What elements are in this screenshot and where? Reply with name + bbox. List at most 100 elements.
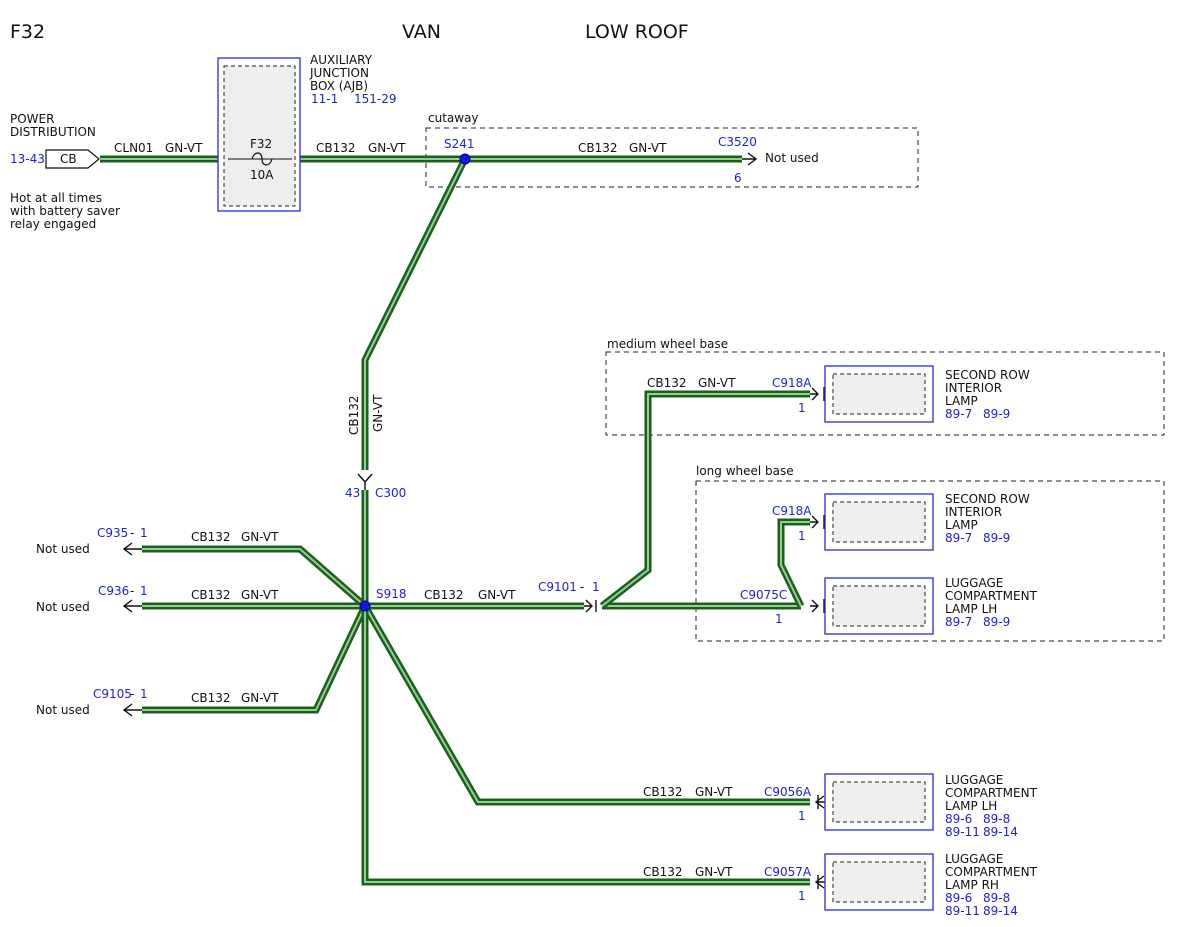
- connector-c9101-label[interactable]: C9101: [538, 580, 577, 594]
- fuse-rating: 10A: [250, 168, 274, 182]
- connector-c300-label[interactable]: C300: [375, 486, 406, 500]
- connector-c935-label[interactable]: C935: [97, 526, 128, 540]
- device-ref-4[interactable]: 89-14: [983, 904, 1018, 918]
- wire-color-label: GN-VT: [241, 588, 279, 602]
- lamp-inner: [832, 373, 926, 415]
- splice-s241-label[interactable]: S241: [444, 137, 475, 151]
- device-ref-1[interactable]: 89-6: [945, 891, 972, 905]
- device-ref-4[interactable]: 89-14: [983, 825, 1018, 839]
- power-note-3: relay engaged: [10, 217, 96, 231]
- connector-c936-pin: 1: [140, 584, 148, 598]
- connector-c9075c-label[interactable]: C9075C: [740, 588, 787, 602]
- connector-c9101-symbol: [584, 599, 597, 613]
- device-name-2: COMPARTMENT: [945, 786, 1038, 800]
- unused-c935: C935 - 1 Not used CB132 GN-VT: [36, 526, 279, 556]
- connector-c9101: C9101 - 1: [538, 580, 600, 613]
- wire-circuit-label: CB132: [578, 141, 618, 155]
- device-ref-2[interactable]: 89-9: [983, 407, 1010, 421]
- device-ref-1[interactable]: 89-6: [945, 812, 972, 826]
- ajb-ref-1[interactable]: 11-1: [311, 92, 338, 106]
- connector-c918a-label[interactable]: C918A: [772, 376, 812, 390]
- splice-s918-label[interactable]: S918: [376, 587, 407, 601]
- connector-c918a-pin: 1: [798, 401, 806, 415]
- medium-wheel-base-region: [605, 351, 1165, 436]
- cutaway-label: cutaway: [428, 111, 479, 125]
- power-ref[interactable]: 13-43: [10, 152, 45, 166]
- vehicle-body-label: VAN: [402, 21, 441, 43]
- device-name-3: LAMP LH: [945, 799, 997, 813]
- wire-circuit-label: CB132: [191, 588, 231, 602]
- fuse-symbol: [251, 152, 273, 166]
- wire-color-label: GN-VT: [695, 785, 733, 799]
- device-ref-2[interactable]: 89-8: [983, 891, 1010, 905]
- connector-c9056a-pin: 1: [798, 809, 806, 823]
- device-ref-1[interactable]: 89-7: [945, 531, 972, 545]
- wire-c9075c-to-long-c918a: [777, 518, 810, 608]
- ajb-inner: [223, 65, 296, 207]
- pin-dash: -: [130, 584, 134, 598]
- device-ref-2[interactable]: 89-9: [983, 615, 1010, 629]
- device-name-2: COMPARTMENT: [945, 589, 1038, 603]
- device-ref-3[interactable]: 89-11: [945, 904, 980, 918]
- wire-color-label: GN-VT: [241, 530, 279, 544]
- connector-c9056a-label[interactable]: C9056A: [764, 785, 812, 799]
- wire-s918-to-c935: [142, 545, 368, 609]
- wire-cln01-circuit: CLN01: [114, 141, 153, 155]
- power-title-1: POWER: [10, 112, 54, 126]
- lamp-inner: [832, 781, 926, 823]
- pin-dash: -: [130, 687, 134, 701]
- device-ref-2[interactable]: 89-9: [983, 531, 1010, 545]
- ajb-box: F32 10A: [217, 57, 301, 212]
- power-title-2: DISTRIBUTION: [10, 125, 96, 139]
- ajb-ref-2[interactable]: 151-29: [354, 92, 397, 106]
- pin-dash: -: [130, 526, 134, 540]
- connector-c3520-symbol: [742, 152, 758, 166]
- connector-c935-symbol: [122, 542, 142, 556]
- wire-circuit-label: CB132: [191, 530, 231, 544]
- unused-c9105: C9105 - 1 Not used CB132 GN-VT: [36, 687, 279, 717]
- pin-dash: -: [580, 580, 584, 594]
- not-used-label: Not used: [36, 703, 90, 717]
- connector-c918a-symbol: [810, 515, 825, 529]
- device-ref-2[interactable]: 89-8: [983, 812, 1010, 826]
- connector-c936-symbol: [122, 599, 142, 613]
- wire-circuit-label: CB132: [424, 588, 464, 602]
- cb-connector-label: CB: [60, 152, 77, 166]
- connector-c918a-symbol: [810, 387, 825, 401]
- wire-s918-to-c9105: [142, 604, 369, 714]
- wire-vertical-circuit: CB132: [347, 395, 361, 435]
- roof-label: LOW ROOF: [585, 21, 689, 43]
- device-ref-3[interactable]: 89-11: [945, 825, 980, 839]
- ajb-title-1: AUXILIARY: [310, 53, 373, 67]
- fuse-label: F32: [250, 137, 272, 151]
- connector-c9057a-pin: 1: [798, 889, 806, 903]
- device-ref-1[interactable]: 89-7: [945, 407, 972, 421]
- device-name-3: LAMP: [945, 518, 978, 532]
- splice-s918: [359, 600, 371, 612]
- connector-c300-pin: 43: [345, 486, 360, 500]
- not-used-label: Not used: [765, 151, 819, 165]
- power-distribution: POWER DISTRIBUTION 13-43 CB Hot at all t…: [10, 112, 120, 231]
- wire-s918-to-c9057a: [361, 606, 810, 886]
- device-name-3: LAMP LH: [945, 602, 997, 616]
- device-name-1: LUGGAGE: [945, 773, 1003, 787]
- connector-c300-symbol: [357, 473, 373, 490]
- long-wheel-base-region: [695, 480, 1165, 642]
- connector-c918a-label[interactable]: C918A: [772, 504, 812, 518]
- connector-c9105-label[interactable]: C9105: [93, 687, 132, 701]
- wire-color-label: GN-VT: [698, 376, 736, 390]
- device-name-2: INTERIOR: [945, 505, 1002, 519]
- ajb-title-2: JUNCTION: [309, 66, 369, 80]
- not-used-label: Not used: [36, 542, 90, 556]
- device-name-1: SECOND ROW: [945, 492, 1030, 506]
- connector-c3520-label[interactable]: C3520: [718, 135, 757, 149]
- device-ref-1[interactable]: 89-7: [945, 615, 972, 629]
- device-name-3: LAMP RH: [945, 878, 999, 892]
- wire-circuit-label: CB132: [643, 865, 683, 879]
- connector-c3520-pin: 6: [734, 171, 742, 185]
- long-wheel-base-label: long wheel base: [696, 464, 794, 478]
- connector-c936-label[interactable]: C936: [98, 584, 129, 598]
- wire-c9101-to-medium-c918a: [599, 390, 810, 609]
- connector-c9057a-label[interactable]: C9057A: [764, 865, 812, 879]
